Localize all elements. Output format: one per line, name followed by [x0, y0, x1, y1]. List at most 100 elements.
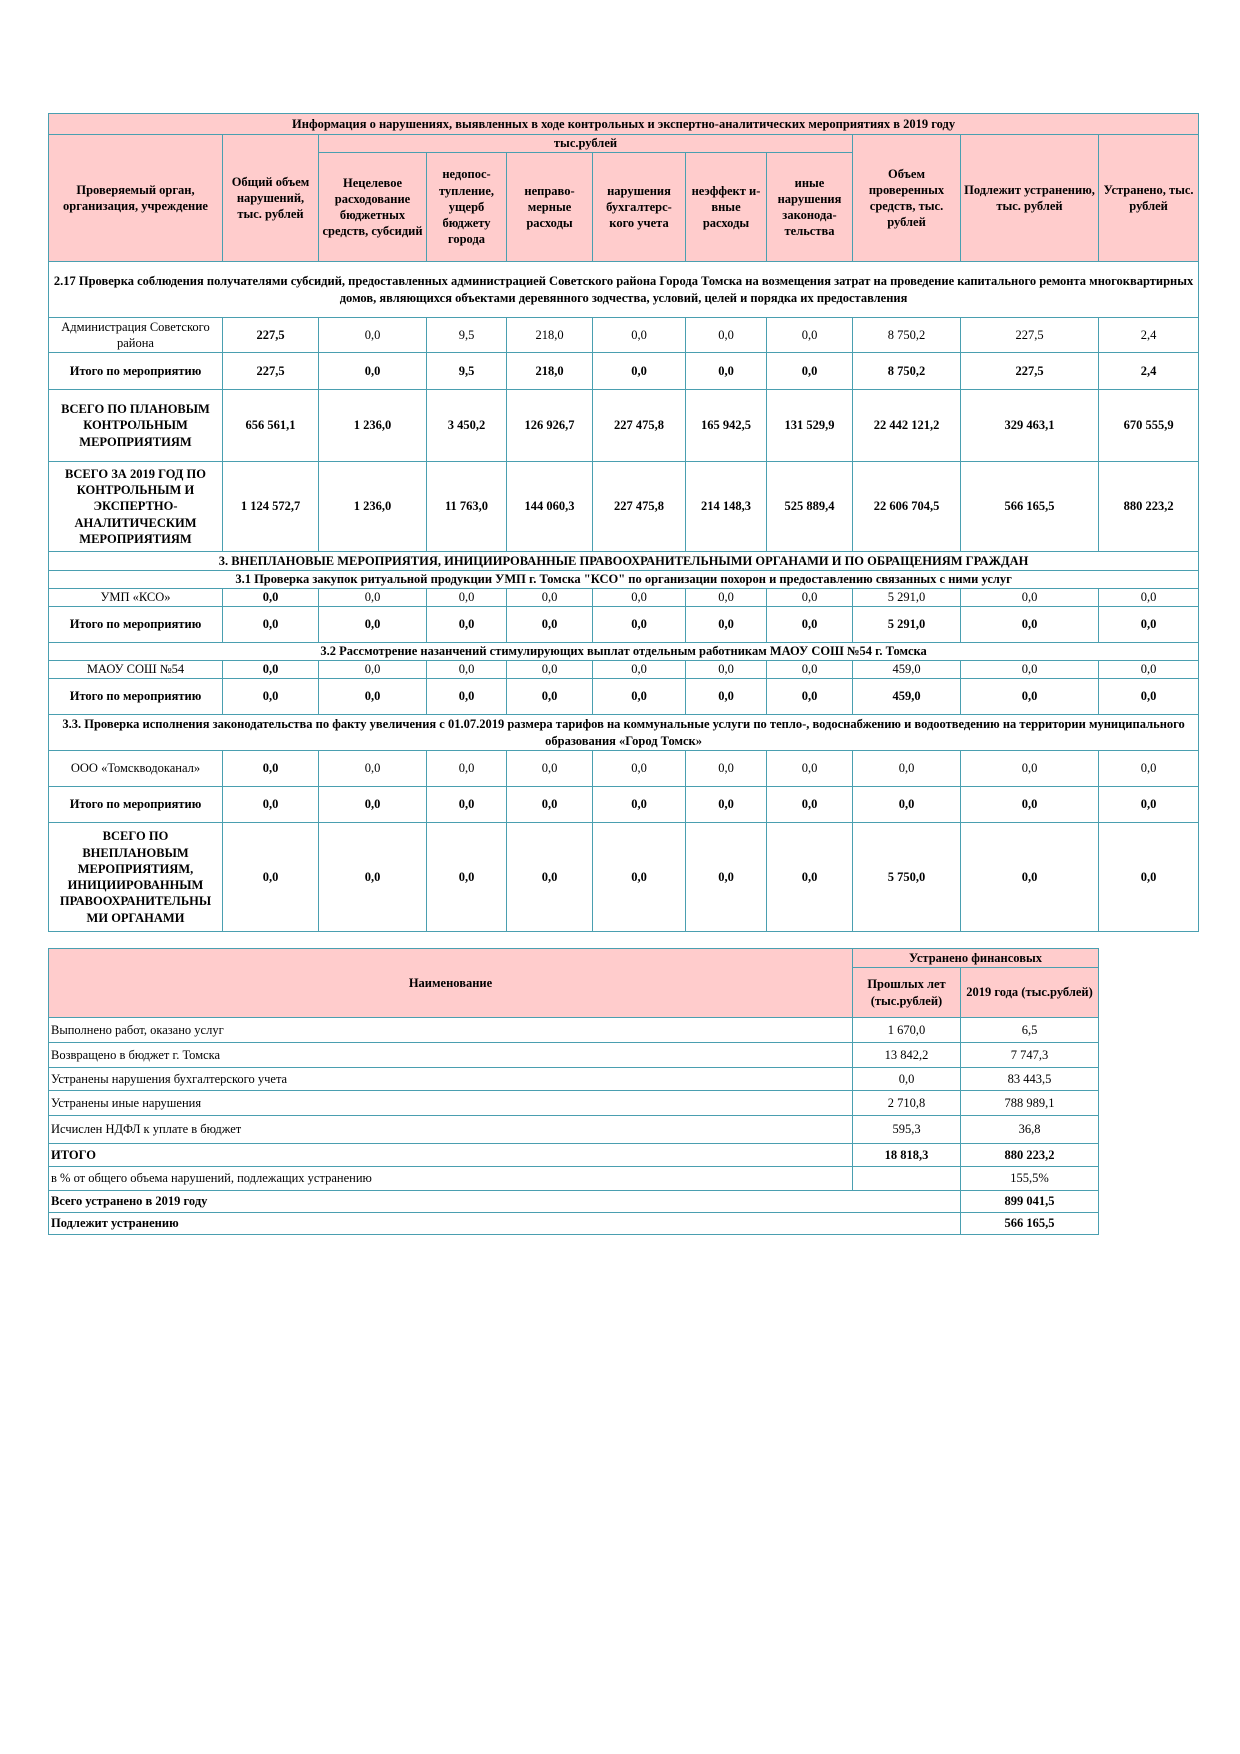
header-other-violations: иные нарушения законода-тельства	[766, 152, 853, 262]
year-2019-value: 899 041,5	[959, 1190, 1100, 1213]
value-cell: 1 236,0	[318, 461, 427, 552]
row-label: УМП «КСО»	[48, 588, 223, 607]
section-title: 3. ВНЕПЛАНОВЫЕ МЕРОПРИЯТИЯ, ИНИЦИИРОВАНН…	[47, 551, 1200, 571]
value-cell: 0,0	[318, 660, 427, 679]
value-cell: 3 450,2	[426, 389, 507, 462]
row-label: Выполнено работ, оказано услуг	[48, 1017, 853, 1043]
table-row: в % от общего объема нарушений, подлежащ…	[48, 1166, 1100, 1191]
header-2019: 2019 года (тыс.рублей)	[959, 967, 1100, 1018]
value-cell: 0,0	[222, 678, 319, 715]
previous-years-value	[852, 1166, 961, 1191]
row-label: Подлежит устранению	[48, 1212, 961, 1235]
value-cell: 9,5	[426, 352, 507, 390]
value-cell: 459,0	[852, 678, 961, 715]
value-cell: 0,0	[318, 606, 427, 643]
row-label: Исчислен НДФЛ к уплате в бюджет	[48, 1115, 853, 1144]
previous-years-value: 595,3	[852, 1115, 961, 1144]
year-2019-value: 83 443,5	[959, 1067, 1100, 1091]
value-cell: 0,0	[318, 786, 427, 823]
value-cell: 1 124 572,7	[222, 461, 319, 552]
row-label: Итого по мероприятию	[48, 606, 223, 643]
value-cell: 5 291,0	[852, 606, 961, 643]
section-title: 3.1 Проверка закупок ритуальной продукци…	[47, 570, 1200, 589]
row-label: Итого по мероприятию	[48, 678, 223, 715]
value-cell: 8 750,2	[852, 317, 961, 353]
row-label: ООО «Томскводоканал»	[48, 750, 223, 787]
previous-years-value: 18 818,3	[852, 1143, 961, 1167]
value-cell: 0,0	[766, 786, 853, 823]
header-name: Наименование	[48, 948, 853, 1018]
value-cell: 0,0	[685, 606, 767, 643]
value-cell: 0,0	[222, 660, 319, 679]
section-title: 2.17 Проверка соблюдения получателями су…	[47, 261, 1200, 318]
value-cell: 880 223,2	[1097, 461, 1200, 552]
section-row: 3.3. Проверка исполнения законодательств…	[47, 714, 1200, 751]
previous-years-value: 0,0	[852, 1067, 961, 1091]
header-shortfall: недопос-тупление, ущерб бюджету города	[426, 152, 507, 262]
value-cell: 0,0	[506, 660, 593, 679]
value-cell: 525 889,4	[766, 461, 853, 552]
value-cell: 0,0	[685, 660, 767, 679]
value-cell: 0,0	[592, 678, 686, 715]
table-row: ВСЕГО ПО ВНЕПЛАНОВЫМ МЕРОПРИЯТИЯМ, ИНИЦИ…	[48, 822, 1200, 932]
year-2019-value: 6,5	[959, 1017, 1100, 1043]
value-cell: 0,0	[766, 588, 853, 607]
header-unit: тыс.рублей	[318, 134, 853, 153]
value-cell: 2,4	[1097, 317, 1200, 353]
value-cell: 214 148,3	[685, 461, 767, 552]
value-cell: 566 165,5	[960, 461, 1099, 552]
header-previous-years: Прошлых лет (тыс.рублей)	[852, 967, 961, 1018]
value-cell: 0,0	[960, 822, 1099, 932]
previous-years-value: 1 670,0	[852, 1017, 961, 1043]
header-organization: Проверяемый орган, организация, учрежден…	[48, 134, 223, 262]
year-2019-value: 155,5%	[959, 1166, 1100, 1191]
header-misuse: Нецелевое расходование бюджетных средств…	[318, 152, 427, 262]
value-cell: 126 926,7	[506, 389, 593, 462]
value-cell: 0,0	[685, 822, 767, 932]
value-cell: 218,0	[506, 352, 593, 390]
value-cell: 0,0	[592, 786, 686, 823]
year-2019-value: 36,8	[959, 1115, 1100, 1144]
year-2019-value: 566 165,5	[959, 1212, 1100, 1235]
value-cell: 0,0	[506, 606, 593, 643]
value-cell: 0,0	[685, 588, 767, 607]
row-label: Устранены иные нарушения	[48, 1090, 853, 1116]
value-cell: 0,0	[426, 660, 507, 679]
header-to-eliminate: Подлежит устранению, тыс. рублей	[960, 134, 1099, 262]
value-cell: 0,0	[426, 678, 507, 715]
table-row: Устранены нарушения бухгалтерского учета…	[48, 1067, 1100, 1091]
value-cell: 0,0	[318, 750, 427, 787]
previous-years-value: 13 842,2	[852, 1042, 961, 1068]
value-cell: 0,0	[766, 750, 853, 787]
value-cell: 227 475,8	[592, 461, 686, 552]
value-cell: 0,0	[685, 352, 767, 390]
section-row: 3.2 Рассмотрение назанчений стимулирующи…	[47, 642, 1200, 661]
value-cell: 0,0	[222, 786, 319, 823]
value-cell: 670 555,9	[1097, 389, 1200, 462]
header-eliminated-financial: Устранено финансовых	[851, 948, 1100, 968]
section-row: 3.1 Проверка закупок ритуальной продукци…	[47, 570, 1200, 589]
value-cell: 0,0	[426, 750, 507, 787]
value-cell: 0,0	[766, 317, 853, 353]
value-cell: 0,0	[1097, 750, 1200, 787]
value-cell: 0,0	[592, 660, 686, 679]
value-cell: 0,0	[222, 588, 319, 607]
value-cell: 0,0	[592, 317, 686, 353]
value-cell: 0,0	[1097, 606, 1200, 643]
table-title: Информация о нарушениях, выявленных в хо…	[47, 113, 1200, 135]
value-cell: 218,0	[506, 317, 593, 353]
value-cell: 11 763,0	[426, 461, 507, 552]
value-cell: 459,0	[852, 660, 961, 679]
value-cell: 329 463,1	[960, 389, 1099, 462]
value-cell: 0,0	[766, 660, 853, 679]
row-label: Администрация Советского района	[48, 317, 223, 353]
